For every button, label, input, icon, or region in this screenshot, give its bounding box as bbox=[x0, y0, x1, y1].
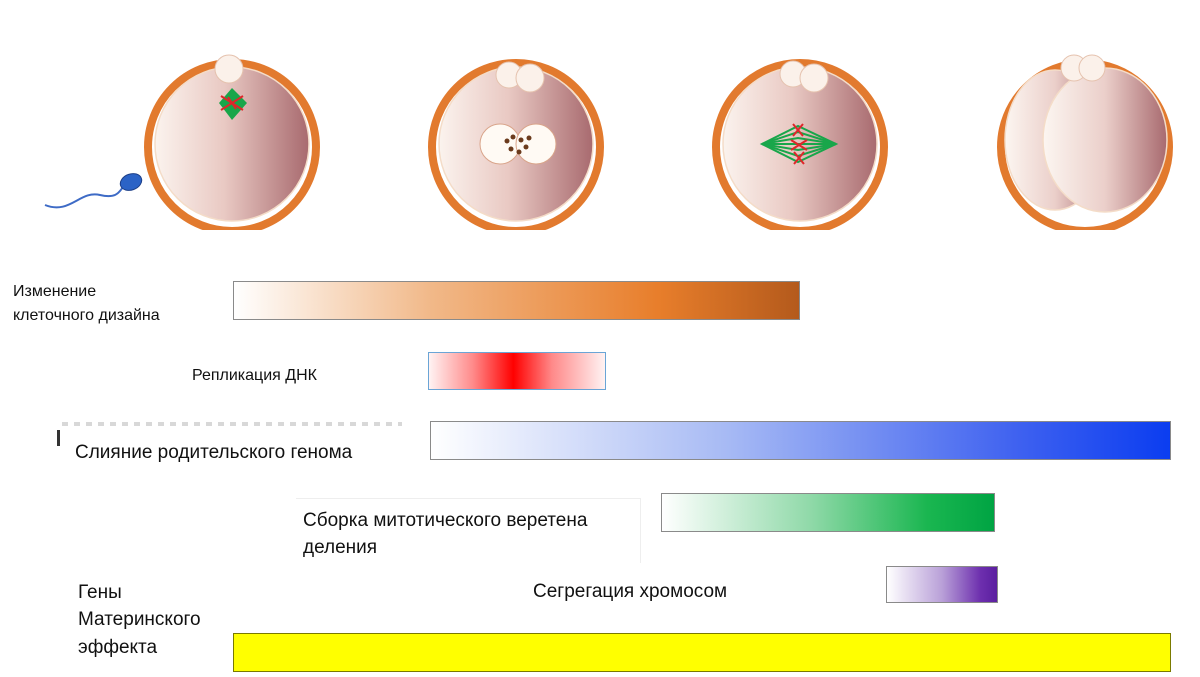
label-spindle-line1: Сборка митотического веретена bbox=[303, 510, 588, 531]
label-cell-design-line1: Изменение bbox=[13, 283, 97, 300]
embryo-two-cell bbox=[997, 54, 1173, 230]
bar-chromosome-segregation bbox=[886, 566, 998, 603]
zygote-fertilization bbox=[144, 54, 320, 230]
bar-cell-design bbox=[233, 281, 800, 320]
clipped-text-remnant bbox=[62, 422, 402, 426]
sperm-icon bbox=[44, 173, 143, 209]
bar-dna-replication bbox=[428, 352, 606, 390]
zygote-metaphase bbox=[712, 59, 888, 230]
embryo-stages bbox=[0, 0, 1200, 230]
label-cell-design-line2: клеточного дизайна bbox=[13, 307, 160, 324]
bar-maternal-genes bbox=[233, 633, 1171, 672]
label-genome-fusion: Слияние родительского генома bbox=[75, 442, 353, 463]
label-maternal-genes-line3: эффекта bbox=[78, 637, 158, 658]
clipped-glyph bbox=[57, 430, 60, 446]
label-chromosome-segregation: Сегрегация хромосом bbox=[533, 581, 728, 602]
label-maternal-genes-line1: Гены bbox=[78, 582, 122, 603]
label-maternal-genes-line2: Материнского bbox=[78, 609, 201, 630]
label-spindle-line2: деления bbox=[303, 537, 378, 558]
bar-genome-fusion bbox=[430, 421, 1171, 460]
bar-spindle bbox=[661, 493, 995, 532]
zygote-pronuclei bbox=[428, 59, 604, 230]
faint-frame bbox=[296, 498, 641, 563]
label-dna-replication: Репликация ДНК bbox=[192, 367, 317, 384]
